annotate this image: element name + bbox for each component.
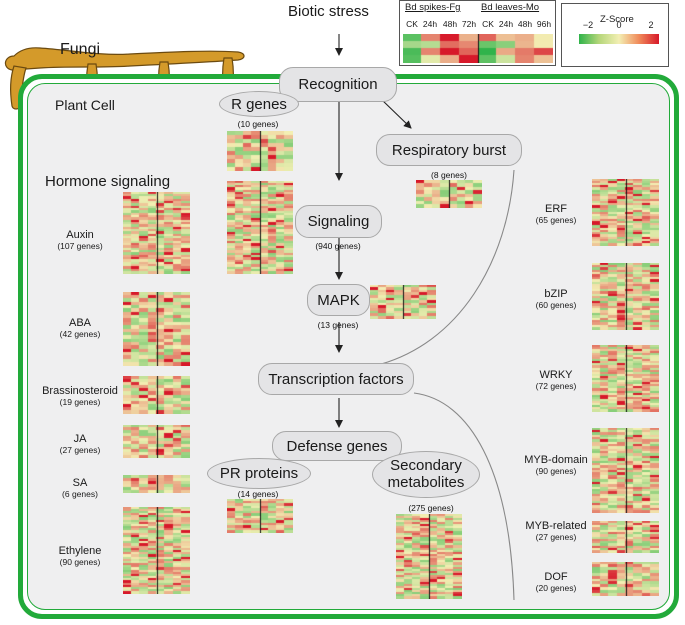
secondary-metabolites-label-2: metabolites <box>387 473 465 491</box>
column-label: CK <box>406 19 418 29</box>
pr-proteins-node: PR proteins <box>207 458 311 489</box>
legend-tick: 0 <box>616 20 622 30</box>
heatmap-r-genes <box>227 131 293 171</box>
page-title: Biotic stress <box>288 3 369 20</box>
legend-tick: −2 <box>582 20 594 30</box>
pr-proteins-count: (14 genes) <box>237 489 279 499</box>
heatmap-dof <box>592 562 659 596</box>
signaling-count: (940 genes) <box>315 241 361 251</box>
heatmap-sa <box>123 475 190 493</box>
column-label: 48h <box>517 19 533 29</box>
heatmap-auxin <box>123 192 190 274</box>
hormone-label-ja: JA(27 genes) <box>59 433 101 455</box>
mapk-count: (13 genes) <box>317 320 359 330</box>
defense-genes-node: Defense genes <box>272 431 402 461</box>
heatmap-bzip <box>592 263 659 330</box>
hormone-label-aba: ABA(42 genes) <box>59 317 101 339</box>
tf-label-erf: ERF(65 genes) <box>535 203 577 225</box>
mapk-node: MAPK <box>307 284 370 316</box>
transcription-factors-node: Transcription factors <box>258 363 414 395</box>
column-label: 24h <box>498 19 514 29</box>
heatmap-mapk <box>370 285 436 319</box>
heatmap-pr-proteins <box>227 499 293 533</box>
respiratory-burst-count: (8 genes) <box>431 170 467 180</box>
group-label-leaves: Bd leaves-Mo <box>481 2 540 13</box>
secondary-metabolites-label-1: Secondary <box>390 457 462 474</box>
heatmap-header <box>403 34 553 63</box>
heatmap-brassinosteroid <box>123 376 190 414</box>
hormone-label-auxin: Auxin(107 genes) <box>57 229 103 251</box>
heatmap-myb-related <box>592 521 659 553</box>
heatmap-signaling <box>227 181 293 274</box>
heatmap-aba <box>123 292 190 366</box>
r-genes-node: R genes <box>219 91 299 117</box>
tf-label-myb-related: MYB-related(27 genes) <box>525 520 587 542</box>
signaling-node: Signaling <box>295 205 382 238</box>
fungi-label: Fungi <box>60 41 101 58</box>
legend-tick: 2 <box>648 20 654 30</box>
column-label: 48h <box>442 19 458 29</box>
column-label: 24h <box>422 19 438 29</box>
column-label: 72h <box>461 19 477 29</box>
respiratory-burst-node: Respiratory burst <box>376 134 522 166</box>
zscore-legend: Z-Score −2 0 2 <box>561 3 669 67</box>
tf-label-dof: DOF(20 genes) <box>535 571 577 593</box>
heatmap-wrky <box>592 345 659 412</box>
hormone-label-sa: SA(6 genes) <box>62 477 98 499</box>
r-genes-count: (10 genes) <box>237 119 279 129</box>
heatmap-ja <box>123 425 190 458</box>
tf-label-wrky: WRKY(72 genes) <box>535 369 577 391</box>
heatmap-ethylene <box>123 507 190 594</box>
heatmap-secondary-metabolites <box>396 514 462 599</box>
hormone-label-brassinosteroid: Brassinosteroid(19 genes) <box>42 385 118 407</box>
column-label: 96h <box>536 19 552 29</box>
tf-label-bzip: bZIP(60 genes) <box>535 288 577 310</box>
heatmap-erf <box>592 179 659 246</box>
legend-title: Z-Score <box>600 14 634 25</box>
column-label: CK <box>482 19 494 29</box>
hormone-label-ethylene: Ethylene(90 genes) <box>58 545 102 567</box>
hormone-signaling-title: Hormone signaling <box>45 173 171 190</box>
secondary-metabolites-node: Secondary metabolites <box>372 451 480 498</box>
group-label-spikes: Bd spikes-Fg <box>405 2 461 13</box>
recognition-node: Recognition <box>279 67 397 102</box>
plant-cell-label: Plant Cell <box>55 97 115 113</box>
tf-label-myb-domain: MYB-domain(90 genes) <box>524 454 588 476</box>
heatmap-myb-domain <box>592 428 659 513</box>
legend-color-bar <box>579 34 659 44</box>
heatmap-respiratory-burst <box>416 180 482 208</box>
secondary-metabolites-count: (275 genes) <box>408 503 454 513</box>
